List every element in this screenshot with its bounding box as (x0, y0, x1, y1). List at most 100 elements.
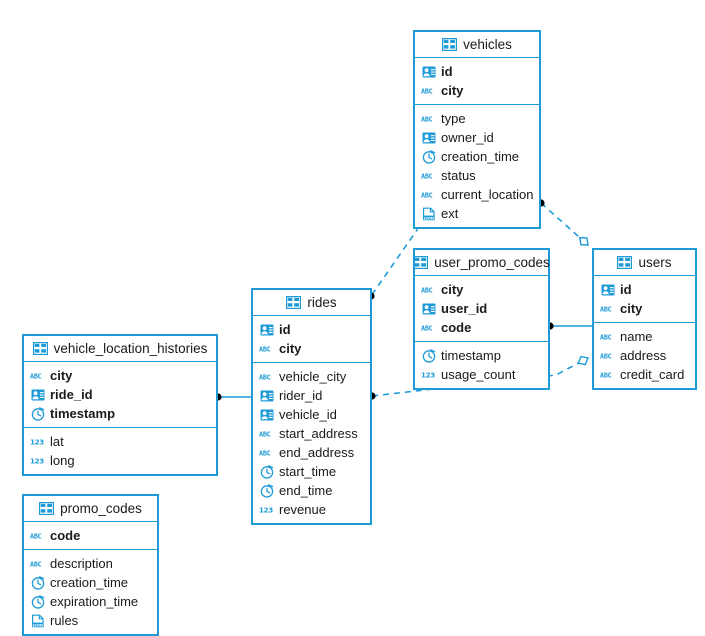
field-row[interactable]: start_time (253, 462, 370, 481)
field-label: end_time (279, 483, 333, 498)
endpoint-diamond (578, 236, 589, 246)
entity-header-rides[interactable]: rides (253, 290, 370, 316)
field-row[interactable]: ABC description (24, 554, 157, 573)
field-row[interactable]: ride_id (24, 385, 216, 404)
field-label: vehicle_city (279, 369, 347, 384)
svg-text:ABC: ABC (259, 373, 271, 381)
entity-header-users[interactable]: users (594, 250, 695, 276)
field-label: rules (50, 613, 79, 628)
relationship-vehicles-users[interactable] (537, 199, 591, 248)
abc-icon: ABC (600, 301, 615, 316)
field-label: description (50, 556, 113, 571)
table-icon (286, 295, 302, 310)
field-row[interactable]: creation_time (415, 147, 539, 166)
abc-icon: ABC (600, 348, 615, 363)
entity-header-user_promo_codes[interactable]: user_promo_codes (413, 250, 550, 276)
clock-icon (30, 575, 45, 590)
svg-text:ABC: ABC (600, 333, 612, 341)
field-row[interactable]: ABC end_address (253, 443, 370, 462)
field-row[interactable]: ABC city (253, 339, 370, 358)
svg-text:ABC: ABC (600, 352, 612, 360)
svg-text:ABC: ABC (30, 372, 42, 380)
entity-header-promo_codes[interactable]: promo_codes (24, 496, 157, 522)
123-icon: 123 (30, 453, 45, 468)
clock-icon (259, 464, 274, 479)
entity-title: promo_codes (60, 500, 142, 516)
field-row[interactable]: ABC city (415, 81, 539, 100)
entity-title: users (638, 254, 672, 270)
clock-icon (421, 348, 436, 363)
123-icon: 123 (421, 367, 436, 382)
field-label: credit_card (620, 367, 685, 382)
field-label: creation_time (50, 575, 129, 590)
field-row[interactable]: id (594, 280, 695, 299)
field-label: status (441, 168, 476, 183)
entity-header-vehicle_location_histories[interactable]: vehicle_location_histories (24, 336, 216, 362)
svg-text:123: 123 (30, 456, 44, 465)
field-row[interactable]: ABC vehicle_city (253, 367, 370, 386)
clock-icon (30, 594, 45, 609)
field-row[interactable]: user_id (415, 299, 548, 318)
field-label: timestamp (441, 348, 501, 363)
field-label: city (279, 341, 302, 356)
field-label: start_time (279, 464, 337, 479)
abc-icon: ABC (30, 556, 45, 571)
field-row[interactable]: rider_id (253, 386, 370, 405)
field-row[interactable]: timestamp (24, 404, 216, 423)
svg-text:ABC: ABC (30, 560, 42, 568)
field-row[interactable]: timestamp (415, 346, 548, 365)
id-card-icon (259, 407, 274, 422)
field-label: city (50, 368, 73, 383)
field-row[interactable]: expiration_time (24, 592, 157, 611)
relationship-vehicle_location_histories-rides[interactable] (214, 393, 251, 401)
field-row[interactable]: ABC city (24, 366, 216, 385)
field-label: city (441, 83, 464, 98)
abc-icon: ABC (259, 369, 274, 384)
field-label: code (441, 320, 472, 335)
field-row[interactable]: id (253, 320, 370, 339)
entity-header-vehicles[interactable]: vehicles (415, 32, 539, 58)
field-label: id (620, 282, 632, 297)
svg-text:ABC: ABC (421, 87, 433, 95)
relationship-user_promo_codes-users[interactable] (546, 322, 592, 330)
field-row[interactable]: id (415, 62, 539, 81)
field-row[interactable]: owner_id (415, 128, 539, 147)
field-row[interactable]: end_time (253, 481, 370, 500)
field-label: end_address (279, 445, 355, 460)
abc-icon: ABC (421, 111, 436, 126)
abc-icon: ABC (259, 341, 274, 356)
entity-title: user_promo_codes (434, 254, 550, 270)
field-row[interactable]: creation_time (24, 573, 157, 592)
svg-text:ABC: ABC (421, 115, 433, 123)
svg-text:ABC: ABC (259, 449, 271, 457)
field-row[interactable]: vehicle_id (253, 405, 370, 424)
entity-title: vehicles (463, 36, 512, 52)
